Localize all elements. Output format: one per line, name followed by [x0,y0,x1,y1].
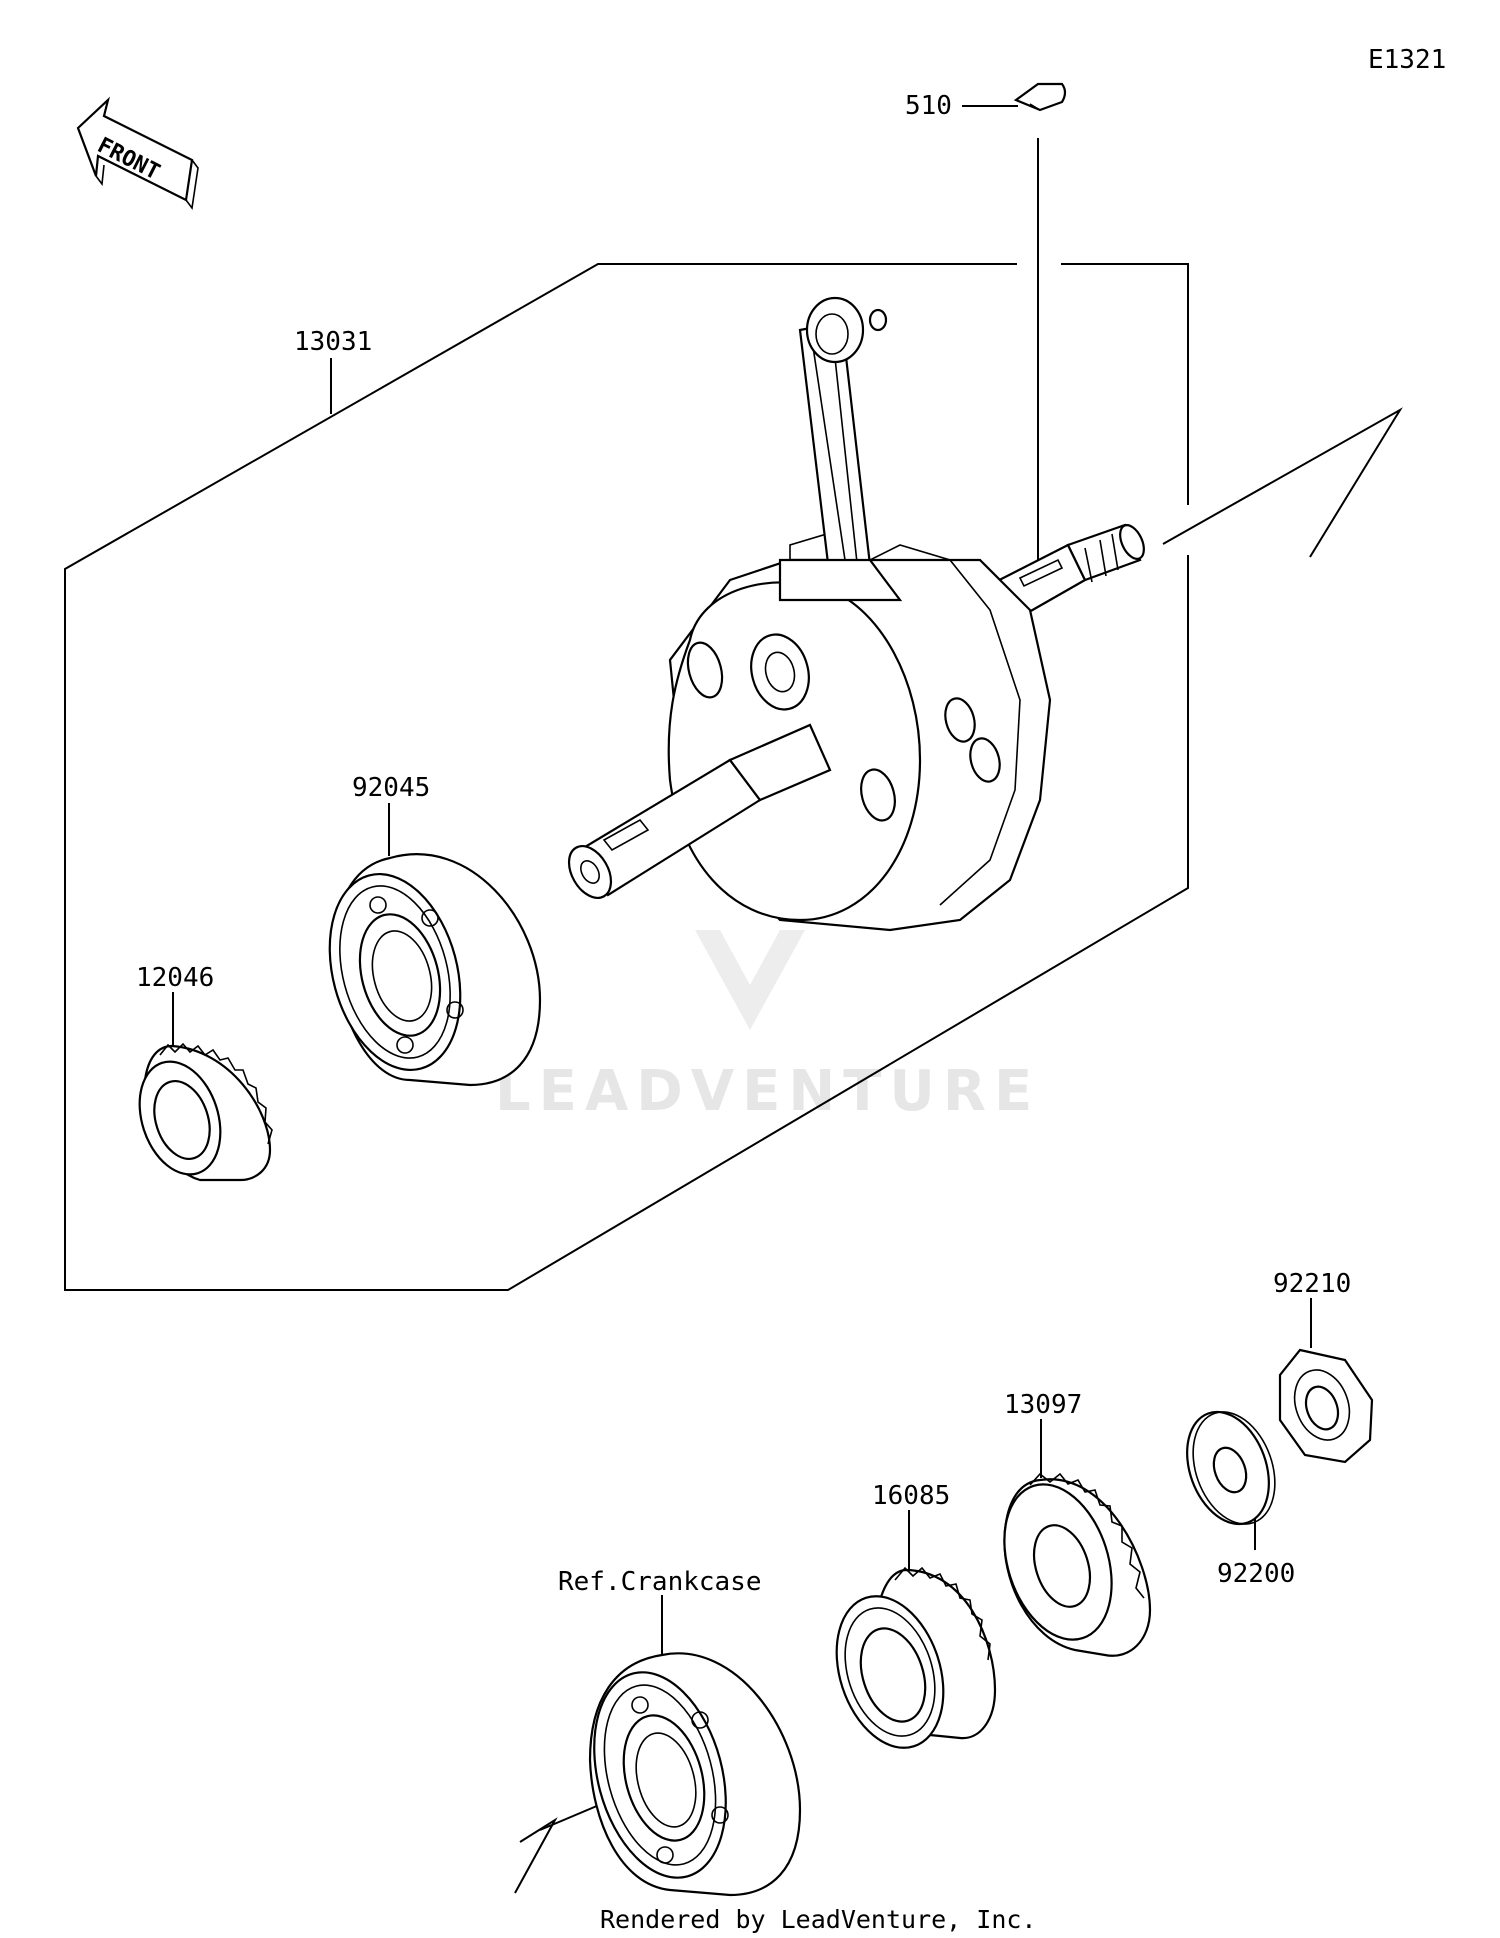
label-92200: 92200 [1217,1559,1295,1589]
label-13097: 13097 [1004,1390,1082,1420]
diagram-code: E1321 [1368,45,1446,75]
label-16085: 16085 [872,1481,950,1511]
label-92210: 92210 [1273,1269,1351,1299]
assembly-outline [64,263,1189,1291]
render-credit: Rendered by LeadVenture, Inc. [600,1905,1037,1934]
axis-line-left [514,1817,558,1894]
label-12046: 12046 [136,963,214,993]
label-13031: 13031 [294,327,372,357]
nut-92210 [1278,1348,1374,1464]
gear-16085 [835,1566,997,1749]
label-510: 510 [905,91,952,121]
key-510 [1013,82,1067,112]
gear-13097 [1003,1472,1152,1657]
washer-92200 [1186,1410,1276,1526]
label-ref-crankcase: Ref.Crankcase [558,1567,762,1597]
watermark-text: LEADVENTURE [495,1059,1040,1124]
crankshaft-13031 [567,296,1145,932]
front-arrow-icon: FRONT [76,96,199,211]
bearing-92045 [328,853,542,1087]
bearing-ref-crankcase [588,1652,802,1897]
label-92045: 92045 [352,773,430,803]
gear-12046 [138,1042,273,1182]
axis-line-right [1162,407,1403,558]
